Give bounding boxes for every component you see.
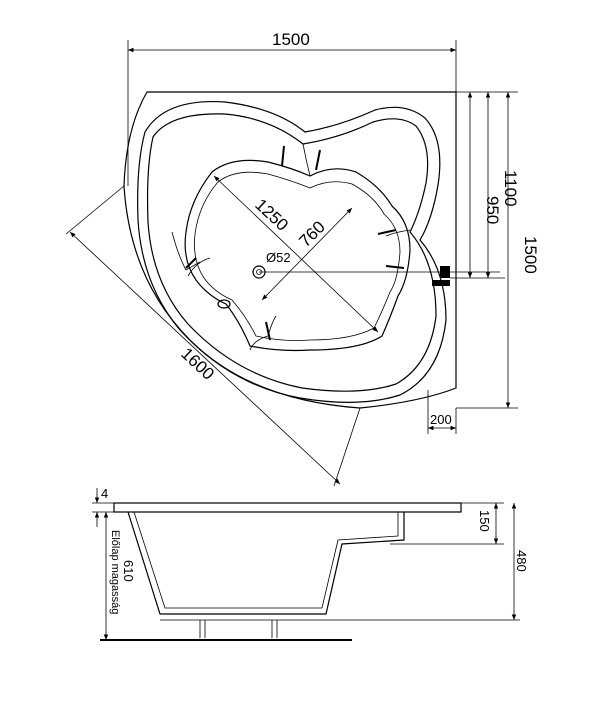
dim-4-label: 4 bbox=[101, 486, 108, 501]
seat-bottom bbox=[249, 315, 277, 351]
dim-480-label: 480 bbox=[514, 550, 529, 572]
jet-mark bbox=[377, 229, 397, 235]
jet-mark bbox=[281, 145, 285, 167]
dim-line-1600 bbox=[69, 231, 341, 485]
valve-fitting-2 bbox=[432, 280, 450, 286]
dim-1500-vert-label: 1500 bbox=[521, 236, 540, 274]
dim-1600-label: 1600 bbox=[177, 344, 218, 384]
tub-basin-inner bbox=[194, 171, 401, 341]
seat-right bbox=[385, 229, 411, 237]
tub-shell bbox=[127, 511, 405, 615]
seat-top bbox=[302, 143, 311, 177]
dim-width-label: 1500 bbox=[272, 30, 310, 49]
valve-fitting bbox=[440, 266, 450, 278]
jet-mark bbox=[385, 265, 405, 269]
overflow-oval bbox=[217, 299, 231, 309]
side-view-dimensions: 4 150 480 610 Előlap magasság bbox=[92, 486, 529, 640]
side-view bbox=[100, 502, 462, 641]
dim-1100-label: 1100 bbox=[501, 170, 520, 207]
dim-610-label: 610 bbox=[121, 560, 136, 582]
jet-mark bbox=[315, 149, 321, 171]
dim-drain-label: Ø52 bbox=[266, 250, 291, 265]
dim-1250-label: 1250 bbox=[251, 195, 292, 235]
dim-150-label: 150 bbox=[477, 510, 492, 532]
tub-shell-inner bbox=[133, 511, 399, 609]
front-height-label: Előlap magasság bbox=[109, 530, 121, 614]
dim-950-label: 950 bbox=[483, 196, 502, 224]
dim-200-label: 200 bbox=[430, 412, 452, 427]
dim-760-label: 760 bbox=[295, 217, 328, 250]
tub-rim-plate bbox=[113, 502, 462, 513]
